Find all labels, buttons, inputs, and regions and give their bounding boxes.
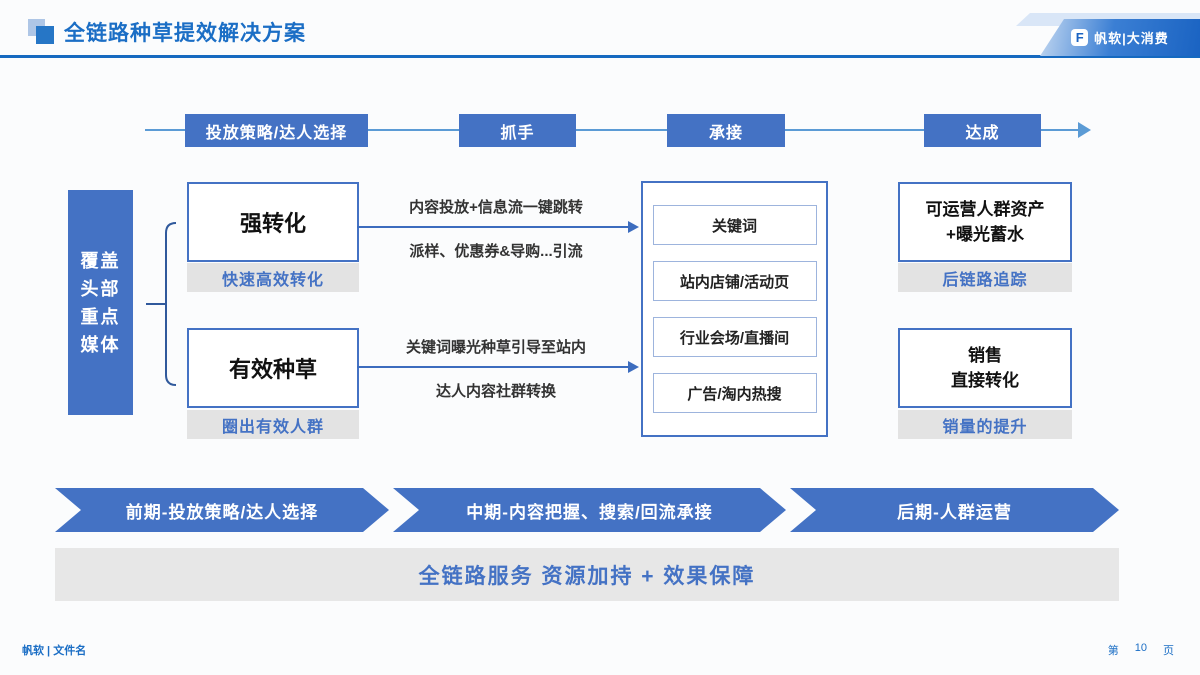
sales-conversion-line1: 销售 bbox=[968, 346, 1002, 365]
header-divider bbox=[0, 55, 1200, 58]
carrier-item-ad-search: 广告/淘内热搜 bbox=[652, 373, 817, 413]
audience-asset-tag: 后链路追踪 bbox=[898, 263, 1072, 292]
flow1-arrowhead-icon bbox=[628, 221, 639, 233]
flow1-line bbox=[357, 226, 629, 228]
stage-box-grip: 抓手 bbox=[459, 114, 576, 147]
flow2-bottom-label: 达人内容社群转换 bbox=[435, 383, 556, 400]
strong-conversion-box: 强转化 bbox=[187, 182, 359, 262]
stage-flow-line bbox=[145, 129, 1078, 131]
brace-connector bbox=[146, 222, 177, 386]
coverage-line: 重点 bbox=[80, 306, 121, 327]
flow1-bottom-label: 派样、优惠券&导购...引流 bbox=[409, 243, 583, 260]
carrier-item-shop-page: 站内店铺/活动页 bbox=[652, 261, 817, 301]
phase-banner-late: 后期-人群运营 bbox=[790, 488, 1119, 532]
page-title: 全链路种草提效解决方案 bbox=[64, 22, 306, 45]
audience-asset-box: 可运营人群资产 +曝光蓄水 bbox=[898, 182, 1072, 262]
coverage-line: 头部 bbox=[80, 278, 121, 299]
carrier-item-keyword: 关键词 bbox=[652, 205, 817, 245]
stage-box-achieve: 达成 bbox=[924, 114, 1041, 147]
coverage-line: 媒体 bbox=[80, 334, 121, 355]
sales-conversion-line2: 直接转化 bbox=[951, 371, 1019, 390]
flow2-top-label: 关键词曝光种草引导至站内 bbox=[405, 339, 586, 356]
audience-asset-line1: 可运营人群资产 bbox=[925, 200, 1045, 219]
effective-seeding-box: 有效种草 bbox=[187, 328, 359, 408]
carrier-item-live-room: 行业会场/直播间 bbox=[652, 317, 817, 357]
flow1-top-label: 内容投放+信息流一键跳转 bbox=[409, 199, 583, 216]
phase-banner-early: 前期-投放策略/达人选择 bbox=[55, 488, 389, 532]
stage-flow-arrowhead-icon bbox=[1078, 122, 1091, 138]
stage-box-strategy: 投放策略/达人选择 bbox=[185, 114, 368, 147]
audience-asset-line2: +曝光蓄水 bbox=[946, 225, 1024, 244]
carrier-container-box: 关键词 站内店铺/活动页 行业会场/直播间 广告/淘内热搜 bbox=[641, 181, 828, 437]
coverage-media-box: 覆盖 头部 重点 媒体 bbox=[68, 190, 133, 415]
footer-doc-label: 帆软 | 文件名 bbox=[22, 645, 87, 657]
sales-conversion-tag: 销量的提升 bbox=[898, 410, 1072, 439]
page-number: 10 bbox=[1134, 642, 1147, 654]
page-suffix: 页 bbox=[1163, 645, 1174, 657]
coverage-line: 覆盖 bbox=[80, 250, 121, 271]
flow2-arrowhead-icon bbox=[628, 361, 639, 373]
stage-box-carry: 承接 bbox=[667, 114, 785, 147]
page-prefix: 第 bbox=[1107, 645, 1119, 657]
flow2-line bbox=[357, 366, 629, 368]
footer-page-indicator: 第 10 页 bbox=[1108, 642, 1174, 658]
service-guarantee-bar: 全链路服务 资源加持 + 效果保障 bbox=[55, 548, 1119, 601]
brand-banner: F 帆软|大消费 bbox=[1040, 19, 1200, 56]
fanruan-logo-icon: F bbox=[1071, 29, 1089, 46]
effective-seeding-tag: 圈出有效人群 bbox=[187, 410, 359, 439]
phase-banner-mid: 中期-内容把握、搜索/回流承接 bbox=[393, 488, 786, 532]
title-marker-icon bbox=[36, 26, 54, 44]
sales-conversion-box: 销售 直接转化 bbox=[898, 328, 1072, 408]
strong-conversion-tag: 快速高效转化 bbox=[187, 263, 359, 292]
brand-text: 帆软|大消费 bbox=[1094, 31, 1169, 46]
